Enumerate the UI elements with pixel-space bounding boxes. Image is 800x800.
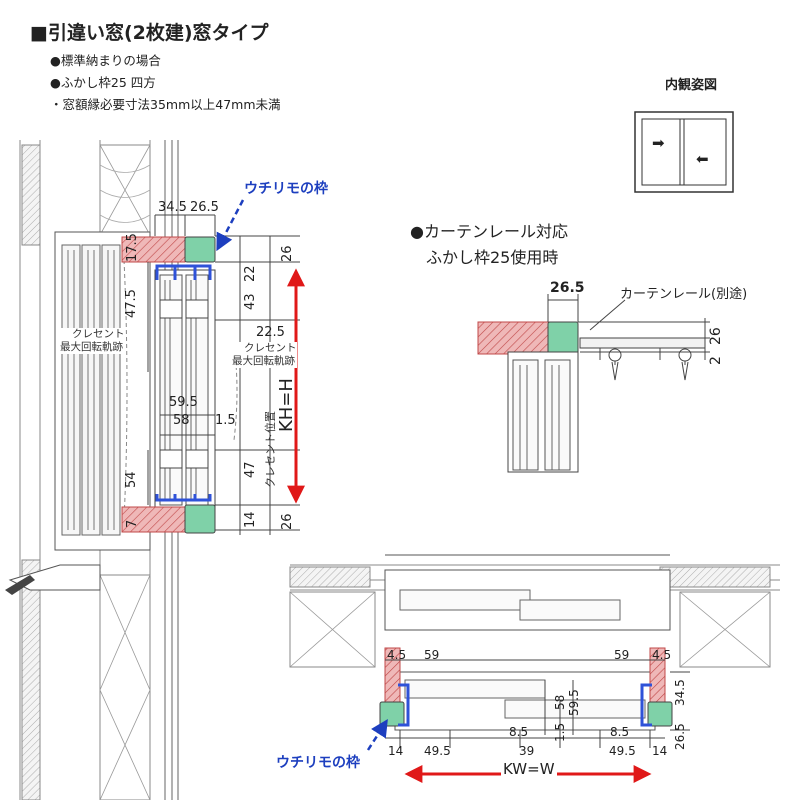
crescent-label-left: クレセント 最大回転軌跡 [60,328,125,354]
vdim-26-bottom: 26 [280,513,295,530]
uchirimo-callout-top: ウチリモの枠 [244,181,328,197]
crescent-label-right: クレセント 最大回転軌跡 [232,342,297,368]
hdim-49-5-right: 49.5 [609,744,636,758]
vdim-47: 47 [243,461,258,478]
curtain-dim-26-5: 26.5 [550,280,585,296]
vdim-22: 22 [243,265,258,282]
curtain-rail-drawing [477,294,710,473]
bullet-fukashi: ●ふかし枠25 四方 [50,75,156,90]
hdim-59-right: 59 [614,648,630,662]
curtain-dim-2: 2 [708,356,724,365]
bullet-standard: ●標準納まりの場合 [50,53,161,68]
crescent-position-label: クレセント位置 [264,411,277,488]
vdim-22-5: 22.5 [256,325,285,340]
curtain-title: ●カーテンレール対応 [410,222,568,241]
hdim-26-5: 26.5 [673,723,687,750]
vertical-section-drawing [5,140,305,800]
hdim-14-right: 14 [652,744,668,758]
crescent-label-right-line1: クレセント [244,342,297,354]
kw-w-label: KW=W [501,760,557,778]
vdim-43: 43 [243,293,258,310]
hdim-8-5-right: 8.5 [610,725,630,739]
hdim-39: 39 [519,744,535,758]
crescent-label-left-line2: 最大回転軌跡 [60,341,123,353]
inner-view-label: 内観姿図 [665,78,718,93]
arrow-right-icon: ➡ [652,134,665,152]
vdim-54: 54 [124,471,139,488]
hdim-59-5: 59.5 [567,689,581,716]
hdim-58: 58 [553,694,567,710]
crescent-label-right-line2: 最大回転軌跡 [232,355,295,367]
curtain-rail-label: カーテンレール(別途) [620,287,748,302]
crescent-label-left-line1: クレセント [72,328,125,340]
hdim-14-left: 14 [388,744,404,758]
kh-h-label: KH=H [276,378,297,432]
vdim-14: 14 [243,511,258,528]
uchirimo-callout-bottom: ウチリモの枠 [276,755,360,771]
vdim-26-top: 26 [280,245,295,262]
vdim-59-5: 59.5 [169,395,198,410]
hdim-34-5: 34.5 [673,679,687,706]
hdim-49-5-left: 49.5 [424,744,451,758]
vdim-1-5: 1.5 [215,413,236,428]
vdim-7: 7 [125,519,140,528]
horizontal-section-drawing [289,554,780,783]
curtain-dim-26: 26 [708,327,724,345]
arrow-left-icon: ⬅ [696,150,709,168]
hdim-4-5-left: 4.5 [387,648,407,662]
hdim-1-5: 1.5 [553,722,567,742]
bullet-frame-size: ・窓額縁必要寸法35mm以上47mm未満 [50,97,281,112]
hdim-59-left: 59 [424,648,440,662]
vdim-58: 58 [173,413,190,428]
curtain-subtitle: ふかし枠25使用時 [426,248,559,267]
vdim-47-5: 47.5 [124,289,139,318]
hdim-8-5-left: 8.5 [509,725,529,739]
page-title: ■引違い窓(2枚建)窓タイプ [30,22,269,44]
hdim-4-5-right: 4.5 [652,648,672,662]
vdim-17-5: 17.5 [125,233,140,262]
vdim-26-5: 26.5 [190,200,219,215]
vdim-34-5: 34.5 [158,200,187,215]
inner-view-figure [634,111,734,193]
